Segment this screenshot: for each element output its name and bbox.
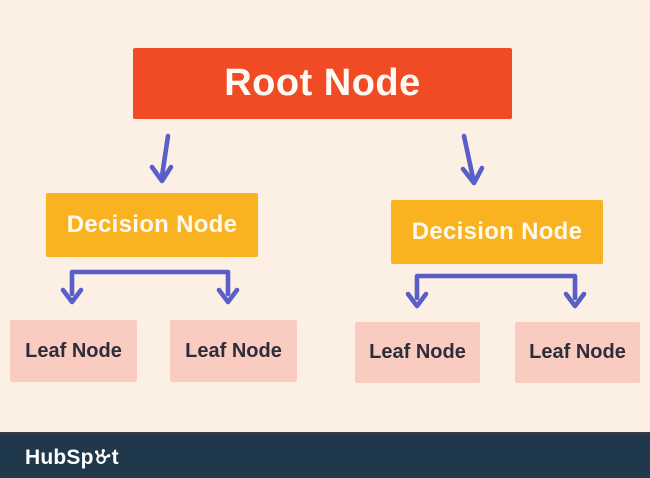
root-node-label: Root Node xyxy=(224,62,421,104)
leaf-node-4-label: Leaf Node xyxy=(529,341,626,363)
decision-node-left-label: Decision Node xyxy=(66,211,238,238)
bracket-right-decision-to-leaves-icon xyxy=(405,273,587,309)
arrow-root-to-right-decision-icon xyxy=(460,133,485,186)
decision-node-left-box: Decision Node xyxy=(46,193,258,257)
hubspot-logo-text-suffix: t xyxy=(111,445,119,469)
leaf-node-3-label: Leaf Node xyxy=(369,341,466,363)
root-node-box: Root Node xyxy=(133,48,512,119)
leaf-node-3-box: Leaf Node xyxy=(355,322,480,383)
leaf-node-4-box: Leaf Node xyxy=(515,322,640,383)
leaf-node-2-label: Leaf Node xyxy=(185,339,282,362)
hubspot-logo: HubSp t xyxy=(25,444,119,470)
hubspot-sprocket-icon xyxy=(95,448,111,464)
arrow-root-to-left-decision-icon xyxy=(149,133,174,184)
leaf-node-1-box: Leaf Node xyxy=(10,320,137,382)
decision-node-right-label: Decision Node xyxy=(411,218,583,245)
decision-node-right-box: Decision Node xyxy=(391,200,603,264)
leaf-node-1-label: Leaf Node xyxy=(25,339,122,362)
leaf-node-2-box: Leaf Node xyxy=(170,320,297,382)
footer-bar: HubSp t xyxy=(0,432,650,478)
hubspot-logo-text-prefix: HubSp xyxy=(25,445,94,469)
bracket-left-decision-to-leaves-icon xyxy=(60,269,240,305)
